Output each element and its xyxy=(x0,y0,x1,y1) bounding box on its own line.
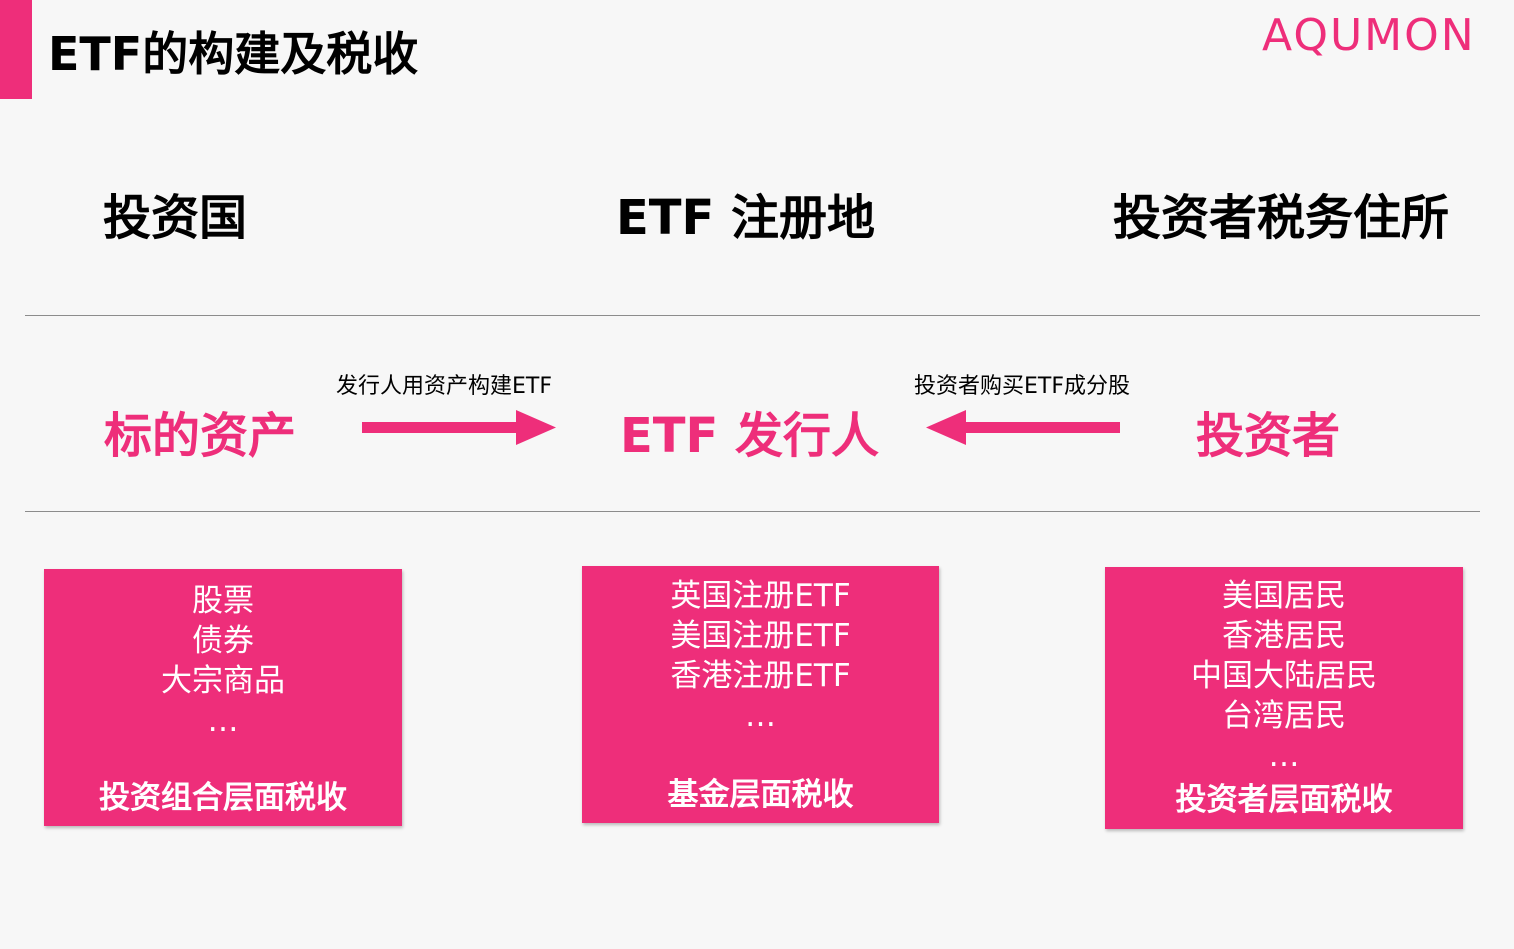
investor-residence-item: … xyxy=(1268,738,1300,774)
brand-logo: AQUMON xyxy=(1262,10,1476,61)
etf-domiciles-box: 英国注册ETF 美国注册ETF 香港注册ETF … 基金层面税收 xyxy=(582,566,939,823)
left-arrow xyxy=(926,410,1120,445)
etf-domicile-item: 美国注册ETF xyxy=(670,618,851,654)
etf-domicile-item: … xyxy=(745,698,776,734)
right-arrow xyxy=(362,410,556,445)
investor-residence-item: 中国大陆居民 xyxy=(1191,658,1377,694)
investor-buys-etf-caption: 投资者购买ETF成分股 xyxy=(914,374,1130,399)
asset-type-item: … xyxy=(207,703,239,739)
portfolio-tax-label: 投资组合层面税收 xyxy=(99,780,347,816)
etf-issuer-label: ETF 发行人 xyxy=(620,408,880,464)
page-title: ETF的构建及税收 xyxy=(48,27,419,81)
underlying-assets-label: 标的资产 xyxy=(104,408,297,464)
heading-etf-domicile: ETF 注册地 xyxy=(616,190,876,246)
asset-type-item: 大宗商品 xyxy=(161,663,285,699)
heading-investment-country: 投资国 xyxy=(103,190,248,246)
investor-residence-item: 香港居民 xyxy=(1222,618,1346,654)
investor-label: 投资者 xyxy=(1196,408,1341,464)
fund-tax-label: 基金层面税收 xyxy=(667,777,854,813)
issuer-builds-etf-caption: 发行人用资产构建ETF xyxy=(336,374,552,399)
title-accent-bar xyxy=(0,0,32,99)
divider-bottom xyxy=(25,511,1480,512)
heading-investor-tax-residence: 投资者税务住所 xyxy=(1113,190,1450,246)
investor-residences-box: 美国居民 香港居民 中国大陆居民 台湾居民 … 投资者层面税收 xyxy=(1105,567,1463,829)
etf-domicile-item: 英国注册ETF xyxy=(670,578,851,614)
asset-types-box: 股票 债券 大宗商品 … 投资组合层面税收 xyxy=(44,569,402,826)
asset-type-item: 股票 xyxy=(192,583,254,619)
etf-domicile-item: 香港注册ETF xyxy=(670,658,851,694)
investor-tax-label: 投资者层面税收 xyxy=(1175,782,1393,818)
investor-residence-item: 美国居民 xyxy=(1222,578,1346,614)
divider-top xyxy=(25,315,1480,316)
investor-residence-item: 台湾居民 xyxy=(1222,698,1346,734)
asset-type-item: 债券 xyxy=(192,623,254,659)
